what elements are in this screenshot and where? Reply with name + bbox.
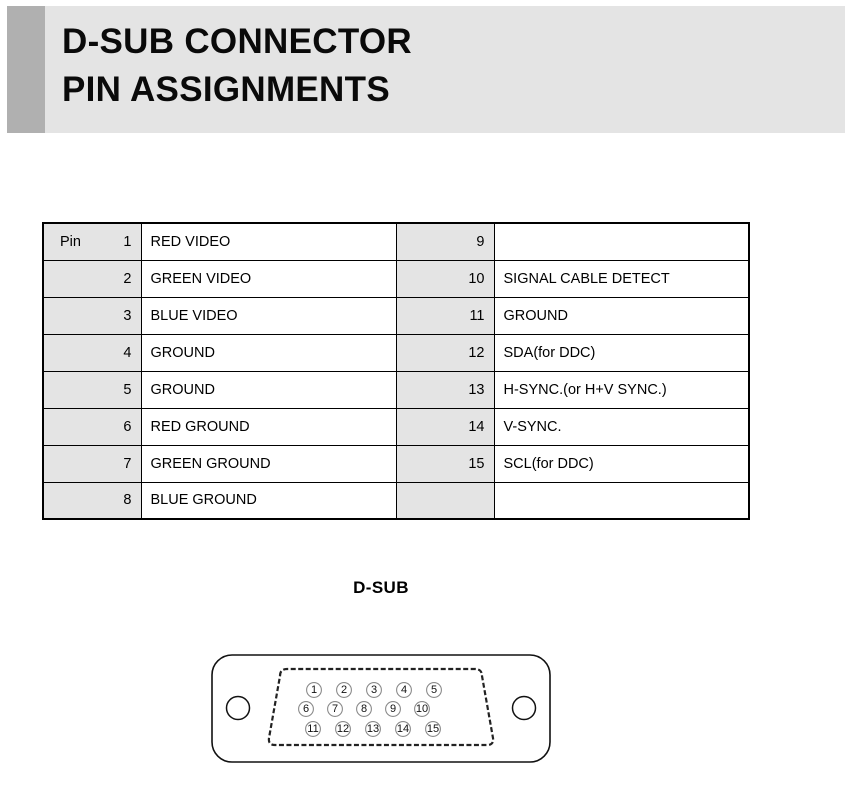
pin-description-cell-right xyxy=(493,222,750,261)
pin-circle xyxy=(395,721,411,737)
pin-circle xyxy=(366,682,382,698)
pin-description-cell-right xyxy=(493,481,750,520)
pin-description-cell-right: SIGNAL CABLE DETECT xyxy=(493,259,750,298)
pin-description-cell-right: SDA(for DDC) xyxy=(493,333,750,372)
pin-row-1: 1 2 3 4 5 xyxy=(306,682,442,698)
pin-number-left: 1 xyxy=(123,233,132,250)
pin-number-cell-left: 3 xyxy=(42,296,142,335)
pin-label: 6 xyxy=(303,703,309,715)
pin-number-cell-right: 14 xyxy=(395,407,495,446)
pin-number-cell-left: 8 xyxy=(42,481,142,520)
table-row: Pin 1 RED VIDEO 9 xyxy=(42,222,750,261)
pin-number-cell-right: 10 xyxy=(395,259,495,298)
pin-description-cell-right: SCL(for DDC) xyxy=(493,444,750,483)
pin-description-cell-right: V-SYNC. xyxy=(493,407,750,446)
pin-circle xyxy=(356,701,372,717)
screw-hole-left-icon xyxy=(225,695,251,721)
pin-label: 9 xyxy=(390,703,396,715)
pin-number-cell-right: 11 xyxy=(395,296,495,335)
pin-label: 4 xyxy=(401,684,407,696)
pin-assignment-table: Pin 1 RED VIDEO 9 2 GREEN VIDEO 10 SIGNAL… xyxy=(42,222,750,520)
pin-description-cell-left: GROUND xyxy=(140,370,397,409)
pin-number-cell-right: 12 xyxy=(395,333,495,372)
pin-circle xyxy=(426,682,442,698)
screw-hole-right-icon xyxy=(511,695,537,721)
pin-circle xyxy=(414,701,430,717)
pin-number-cell-left: Pin 1 xyxy=(42,222,142,261)
pin-description-cell-left: GREEN VIDEO xyxy=(140,259,397,298)
pin-number-cell-left: 2 xyxy=(42,259,142,298)
pin-description-cell-right: H-SYNC.(or H+V SYNC.) xyxy=(493,370,750,409)
header-accent-bar xyxy=(7,6,45,133)
pin-circle xyxy=(336,682,352,698)
connector-figure: D-SUB 1 2 3 4 5 6 7 8 xyxy=(196,578,566,783)
pin-circle xyxy=(305,721,321,737)
pin-table-body: Pin 1 RED VIDEO 9 2 GREEN VIDEO 10 SIGNAL… xyxy=(42,222,750,520)
pin-description-cell-left: GROUND xyxy=(140,333,397,372)
table-row: 3 BLUE VIDEO 11 GROUND xyxy=(42,296,750,335)
pin-number-cell-right: 13 xyxy=(395,370,495,409)
pin-label: 8 xyxy=(361,703,367,715)
pin-description-cell-left: RED VIDEO xyxy=(140,222,397,261)
pin-label: 2 xyxy=(341,684,347,696)
pin-circle xyxy=(335,721,351,737)
pin-circle xyxy=(306,682,322,698)
pin-circle xyxy=(365,721,381,737)
pin-description-cell-right: GROUND xyxy=(493,296,750,335)
pin-circle xyxy=(298,701,314,717)
pin-description-cell-left: BLUE VIDEO xyxy=(140,296,397,335)
pin-description-cell-left: GREEN GROUND xyxy=(140,444,397,483)
pin-label: 3 xyxy=(371,684,377,696)
pin-label: 1 xyxy=(311,684,317,696)
pin-number-cell-left: 5 xyxy=(42,370,142,409)
pin-circle xyxy=(327,701,343,717)
pin-label: 15 xyxy=(427,723,439,735)
table-row: 5 GROUND 13 H-SYNC.(or H+V SYNC.) xyxy=(42,370,750,409)
table-row: 8 BLUE GROUND xyxy=(42,481,750,520)
pin-number-cell-left: 4 xyxy=(42,333,142,372)
pin-number-cell-left: 7 xyxy=(42,444,142,483)
table-row: 2 GREEN VIDEO 10 SIGNAL CABLE DETECT xyxy=(42,259,750,298)
pin-number-cell-right: 15 xyxy=(395,444,495,483)
pin-row-2: 6 7 8 9 10 xyxy=(298,701,430,717)
table-row: 7 GREEN GROUND 15 SCL(for DDC) xyxy=(42,444,750,483)
pin-number-cell-left: 6 xyxy=(42,407,142,446)
connector-label: D-SUB xyxy=(353,578,409,597)
pin-description-cell-left: BLUE GROUND xyxy=(140,481,397,520)
page-title: D-SUB CONNECTOR PIN ASSIGNMENTS xyxy=(62,22,412,109)
dsub-connector-diagram-icon: 1 2 3 4 5 6 7 8 9 10 11 1 xyxy=(211,654,551,763)
pin-label: 7 xyxy=(332,703,338,715)
pin-number-cell-right: 9 xyxy=(395,222,495,261)
pin-label: 14 xyxy=(397,723,409,735)
pin-label: 5 xyxy=(431,684,437,696)
pin-label: 11 xyxy=(307,723,318,735)
pin-prefix-label: Pin xyxy=(60,233,81,250)
table-row: 4 GROUND 12 SDA(for DDC) xyxy=(42,333,750,372)
pin-circle xyxy=(396,682,412,698)
pin-label: 13 xyxy=(367,723,379,735)
pin-row-3: 11 12 13 14 15 xyxy=(305,721,441,737)
pin-description-cell-left: RED GROUND xyxy=(140,407,397,446)
pin-number-cell-right xyxy=(395,481,495,520)
pin-circle xyxy=(385,701,401,717)
pin-circle xyxy=(425,721,441,737)
pin-label: 10 xyxy=(416,703,428,715)
header-band xyxy=(7,6,845,133)
pin-label: 12 xyxy=(337,723,349,735)
table-row: 6 RED GROUND 14 V-SYNC. xyxy=(42,407,750,446)
